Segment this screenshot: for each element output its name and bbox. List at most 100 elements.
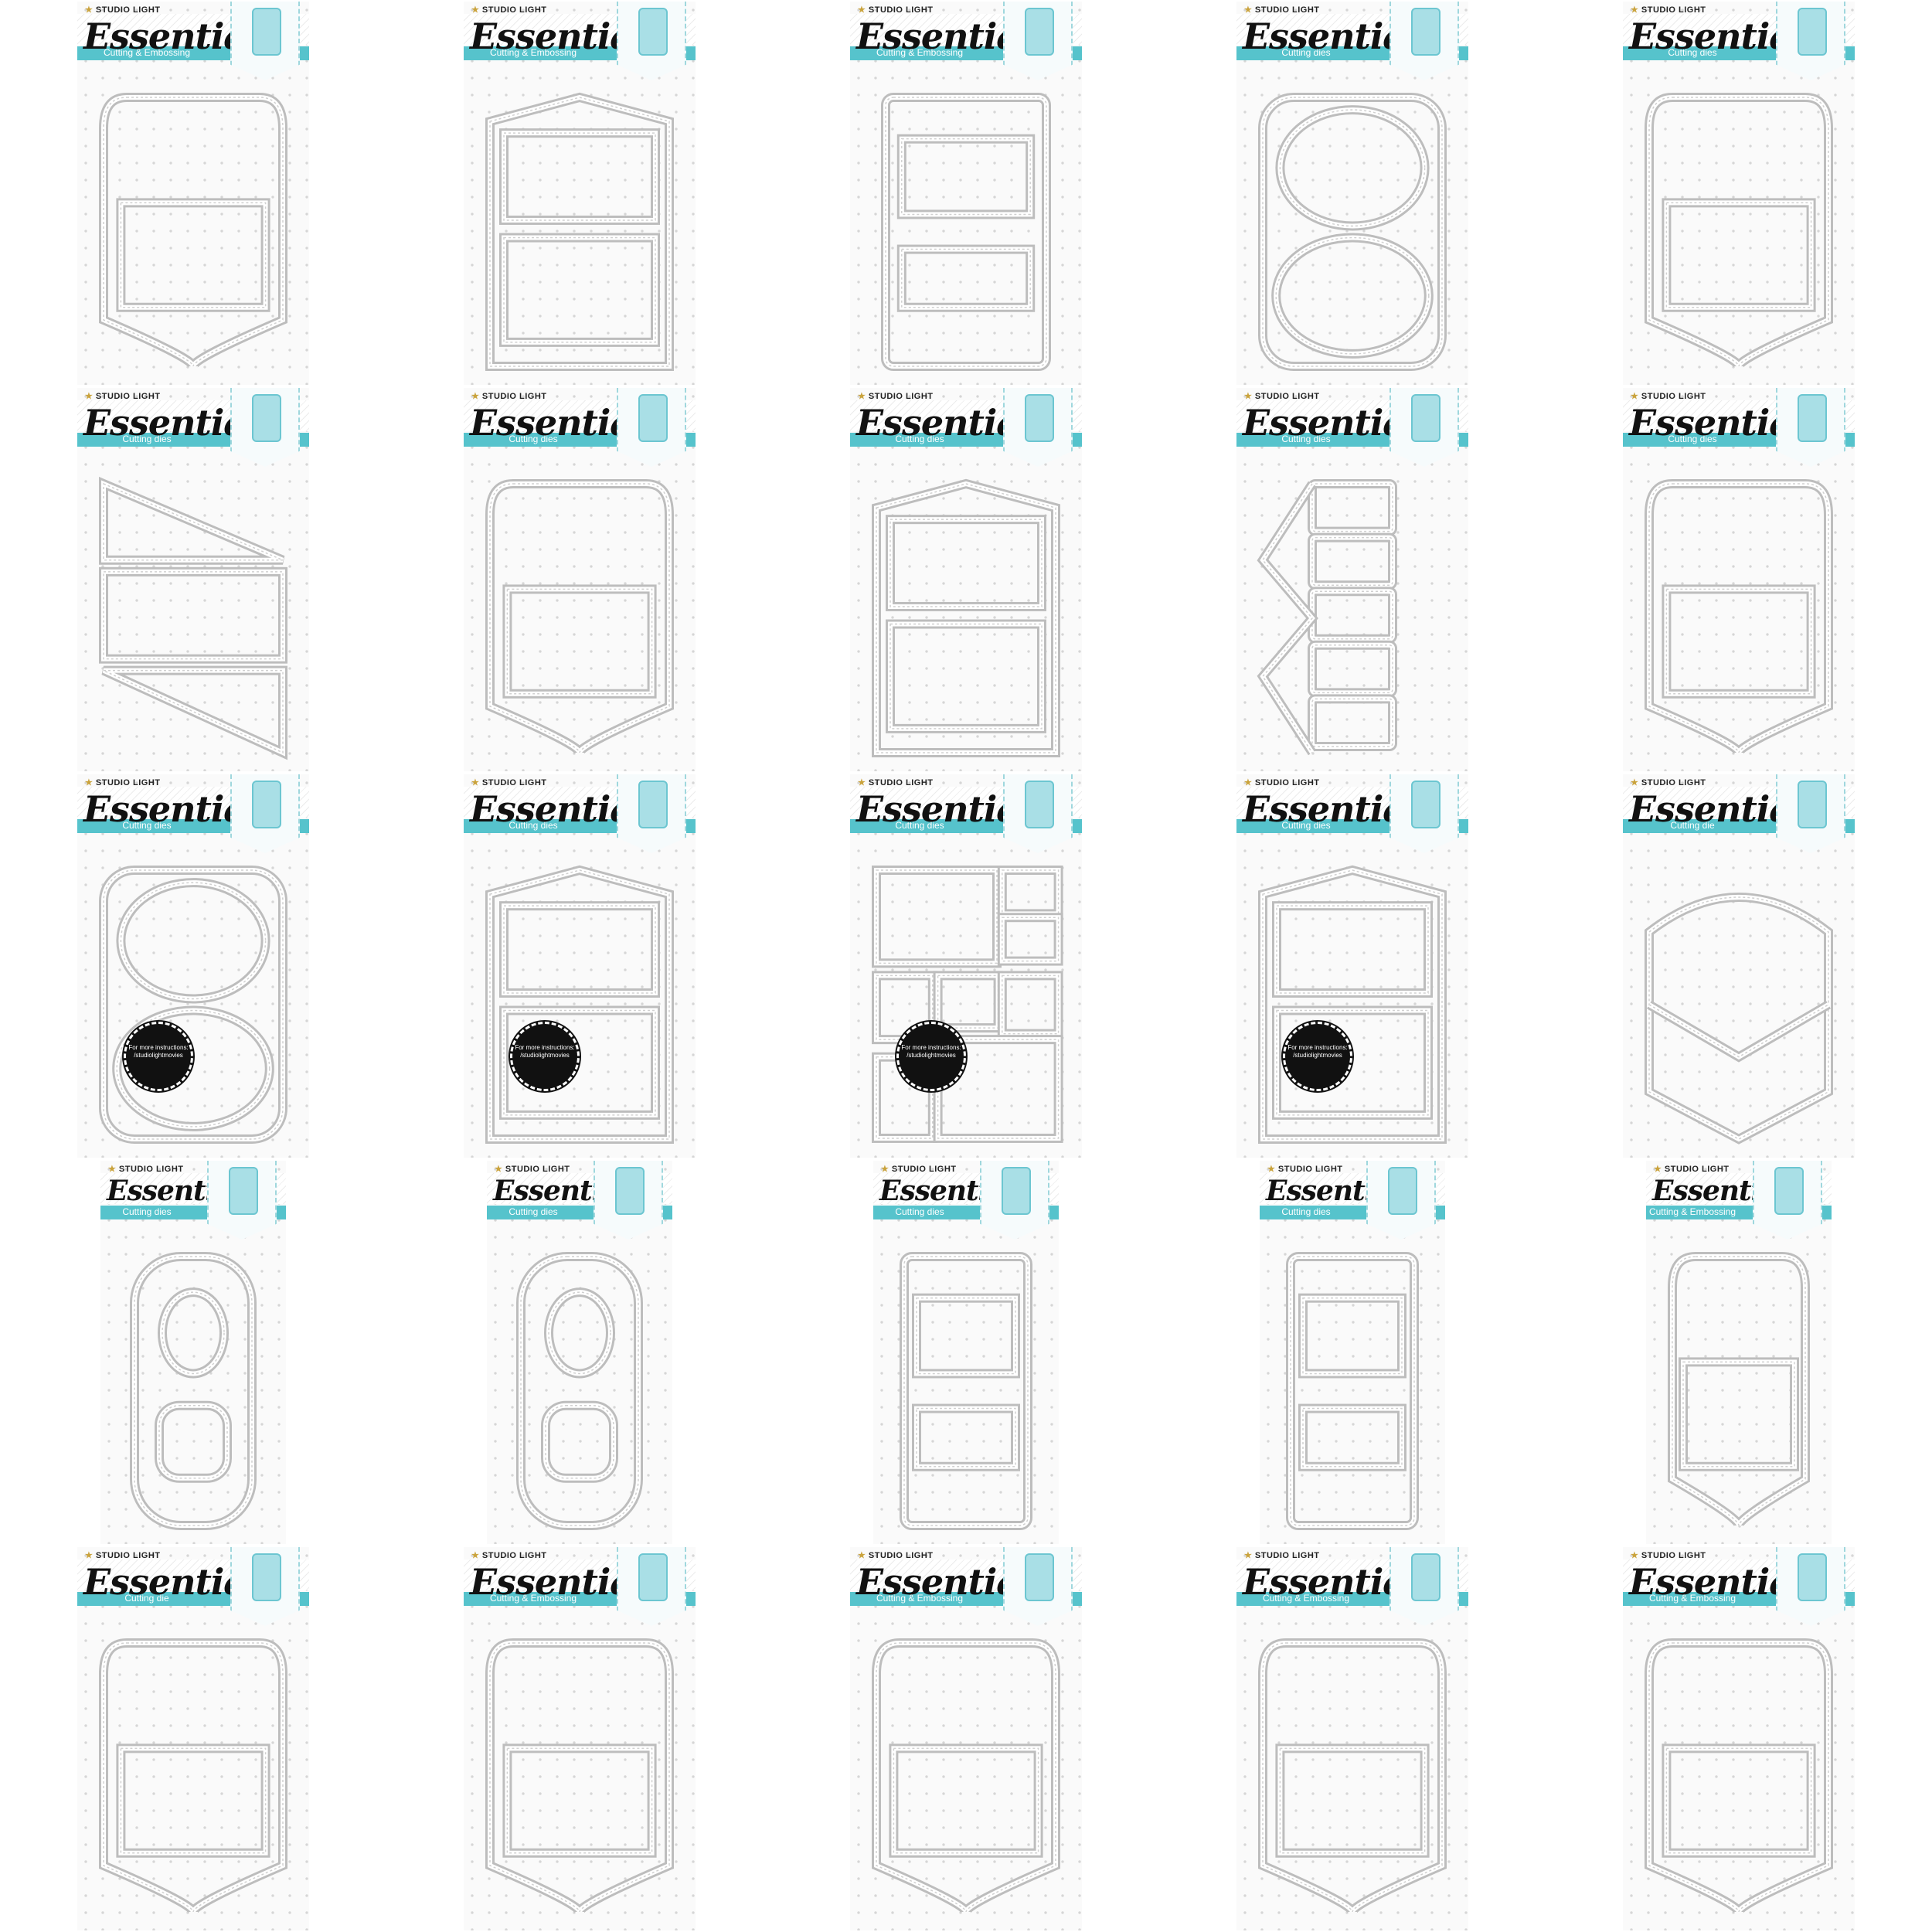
bracket-tag-die-outline xyxy=(99,93,287,369)
brand-logo: ★ STUDIO LIGHT xyxy=(471,5,547,15)
preview-badge xyxy=(1753,1161,1822,1240)
tall-ticket-die-outline xyxy=(881,93,1051,371)
preview-badge xyxy=(1389,2,1459,80)
preview-badge xyxy=(1776,388,1845,467)
preview-badge xyxy=(594,1161,663,1240)
product-subtitle: Cutting dies xyxy=(122,820,172,831)
star-icon: ★ xyxy=(858,778,869,787)
product-subtitle: Cutting & Embossing xyxy=(876,47,964,58)
star-icon: ★ xyxy=(1244,1551,1255,1560)
die-illustration xyxy=(1645,93,1833,369)
preview-badge xyxy=(1776,774,1845,853)
product-subtitle: Cutting dies xyxy=(122,1206,172,1217)
product-subtitle: Cutting die xyxy=(1670,820,1715,831)
brand-logo: ★ STUDIO LIGHT xyxy=(471,1550,547,1560)
lace-arch-icon xyxy=(638,394,668,442)
ticket-sections-die-outline xyxy=(485,92,674,371)
die-illustration xyxy=(130,1252,257,1530)
diagonal-floral-die-outline xyxy=(99,476,287,760)
product-subtitle: Cutting dies xyxy=(122,434,172,444)
floral-bracket-icon xyxy=(1411,1553,1440,1601)
preview-badge xyxy=(1003,774,1073,853)
star-icon: ★ xyxy=(1244,392,1255,401)
brand-text: STUDIO LIGHT xyxy=(868,5,934,15)
product-subtitle: Cutting dies xyxy=(1668,47,1717,58)
brand-logo: ★ STUDIO LIGHT xyxy=(1631,391,1706,401)
star-icon: ★ xyxy=(108,1165,119,1174)
die-illustration xyxy=(99,1638,287,1914)
brand-text: STUDIO LIGHT xyxy=(1277,1165,1343,1174)
product-subtitle: Cutting dies xyxy=(1668,434,1717,444)
die-illustration xyxy=(1668,1252,1810,1527)
brand-text: STUDIO LIGHT xyxy=(1641,392,1706,401)
brand-logo: ★ STUDIO LIGHT xyxy=(858,777,934,787)
ornate-shield-die-outline xyxy=(1668,1252,1810,1527)
brand-logo: ★ STUDIO LIGHT xyxy=(1244,777,1320,787)
heart-quatrefoil-die-outline xyxy=(516,1252,643,1530)
star-icon: ★ xyxy=(1631,1551,1641,1560)
envelope-pocket-die-outline xyxy=(872,478,1060,757)
instructions-badge: For more instructions: /studiolightmovie… xyxy=(510,1022,580,1091)
brand-text: STUDIO LIGHT xyxy=(1641,1551,1706,1560)
star-icon: ★ xyxy=(858,5,869,15)
product-subtitle: Cutting & Embossing xyxy=(876,1593,964,1604)
tag-ticket-die-outline xyxy=(1286,1252,1419,1530)
fan-frame-die-outline xyxy=(99,1638,287,1914)
brand-text: STUDIO LIGHT xyxy=(481,5,547,15)
preview-badge xyxy=(1003,1547,1073,1626)
die-illustration xyxy=(516,1252,643,1530)
brand-logo: ★ STUDIO LIGHT xyxy=(471,777,547,787)
brand-logo: ★ STUDIO LIGHT xyxy=(108,1164,184,1174)
tag-pocket-die-outline xyxy=(1645,479,1833,755)
brand-logo: ★ STUDIO LIGHT xyxy=(858,391,934,401)
brand-text: STUDIO LIGHT xyxy=(1641,778,1706,787)
product-subtitle: Cutting & Embossing xyxy=(1648,1206,1736,1217)
die-illustration xyxy=(1258,93,1447,371)
lace-doily-icon xyxy=(1798,1553,1827,1601)
product-subtitle: Cutting die xyxy=(124,1593,169,1604)
product-subtitle: Cutting dies xyxy=(1281,820,1331,831)
pocket-box-die-outline xyxy=(485,865,674,1144)
brand-logo: ★ STUDIO LIGHT xyxy=(85,1550,161,1560)
die-illustration xyxy=(485,92,674,371)
product-subtitle: Cutting dies xyxy=(895,820,944,831)
star-icon: ★ xyxy=(858,1551,869,1560)
brand-logo: ★ STUDIO LIGHT xyxy=(1244,391,1320,401)
die-illustration xyxy=(485,479,674,755)
star-icon: ★ xyxy=(471,5,482,15)
star-icon: ★ xyxy=(471,1551,482,1560)
star-icon: ★ xyxy=(85,392,96,401)
brand-logo: ★ STUDIO LIGHT xyxy=(85,5,161,15)
